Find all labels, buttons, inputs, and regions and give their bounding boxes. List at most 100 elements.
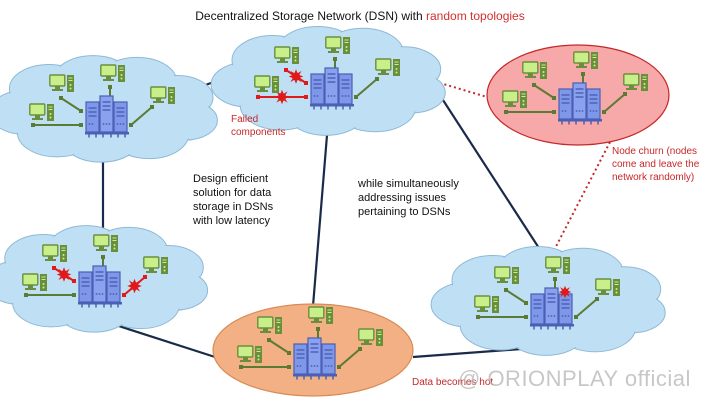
diagram-title: Decentralized Storage Network (DSN) with…: [0, 9, 720, 23]
link-end: [476, 315, 480, 319]
computer-icon: [150, 86, 176, 105]
link-end: [122, 293, 126, 297]
link-end: [316, 327, 320, 331]
cluster-bottom-center: [212, 303, 414, 397]
edge-top-right-to-bottom-right: [547, 141, 611, 263]
computer-icon: [595, 278, 621, 297]
link-end: [375, 77, 379, 81]
cluster-top-left: [0, 55, 218, 163]
node-churn-line-2: come and leave the: [612, 159, 700, 170]
computer-icon: [93, 234, 119, 253]
link-end: [623, 92, 627, 96]
link-end: [284, 68, 288, 72]
node-churn-label: Node churn (nodes come and leave the net…: [612, 145, 699, 184]
link-end: [532, 83, 536, 87]
computer-icon: [502, 90, 528, 109]
cluster-bottom-right: [430, 245, 666, 356]
computer-icon: [545, 256, 571, 275]
failed-components-line-2: components: [231, 127, 286, 138]
simultaneous-line-3: pertaining to DSNs: [358, 206, 451, 218]
computer-icon: [623, 73, 649, 92]
link-end: [595, 297, 599, 301]
link-end: [602, 110, 606, 114]
computer-icon: [522, 61, 548, 80]
link-end: [24, 293, 28, 297]
title-accent: random topologies: [426, 9, 525, 23]
link-end: [31, 123, 35, 127]
link-end: [552, 96, 556, 100]
link-end: [72, 293, 76, 297]
computer-icon: [254, 75, 280, 94]
link-end: [239, 365, 243, 369]
link-end: [267, 338, 271, 342]
cluster-top-center: [210, 25, 446, 136]
simultaneous-text: while simultaneously addressing issues p…: [358, 177, 459, 219]
link-end: [524, 301, 528, 305]
design-goal-line-2: solution for data: [193, 187, 272, 199]
edge-top-center-to-bottom-right: [429, 79, 549, 263]
computer-icon: [358, 328, 384, 347]
link-end: [304, 81, 308, 85]
computer-icon: [49, 74, 75, 93]
watermark: @ ORIONPLAY official: [458, 366, 691, 391]
link-end: [504, 110, 508, 114]
design-goal-line-4: with low latency: [193, 215, 271, 227]
link-end: [574, 315, 578, 319]
failure-burst-icon: [127, 278, 142, 294]
design-goal-line-3: storage in DSNs: [193, 201, 274, 213]
server-failure-icon: [558, 285, 572, 299]
link-end: [553, 277, 557, 281]
link-end: [524, 315, 528, 319]
link-end: [108, 85, 112, 89]
server-icon: [85, 95, 129, 138]
node-churn-line-3: network randomly): [612, 172, 695, 183]
link-end: [101, 255, 105, 259]
computer-icon: [325, 36, 351, 55]
cluster-bottom-left: [0, 225, 209, 333]
computer-icon: [375, 58, 401, 77]
computer-icon: [143, 256, 169, 275]
failed-components-line-1: Failed: [231, 114, 259, 125]
computer-icon: [100, 64, 126, 83]
computer-icon: [573, 51, 599, 70]
link-end: [337, 365, 341, 369]
data-hot-text: Data becomes hot: [412, 377, 494, 388]
link-end: [304, 95, 308, 99]
computer-icon: [274, 46, 300, 65]
link-end: [59, 96, 63, 100]
link: [533, 84, 555, 99]
failed-components-label: Failed components: [231, 113, 285, 139]
link-end: [552, 110, 556, 114]
link: [505, 289, 527, 304]
cluster-top-right: [486, 44, 670, 146]
failure-burst-icon: [288, 69, 304, 84]
link: [575, 298, 598, 318]
link-end: [72, 279, 76, 283]
link: [60, 97, 82, 112]
simultaneous-line-1: while simultaneously: [358, 178, 459, 190]
computer-icon: [237, 345, 263, 364]
computer-icon: [42, 244, 68, 263]
link-end: [150, 105, 154, 109]
link: [355, 78, 378, 98]
link-end: [358, 347, 362, 351]
computer-icon: [257, 316, 283, 335]
link-end: [354, 95, 358, 99]
link: [338, 348, 361, 368]
link-end: [129, 123, 133, 127]
server-icon: [310, 67, 354, 110]
link-end: [79, 123, 83, 127]
design-goal-text: Design efficient solution for data stora…: [193, 172, 273, 228]
link-end: [581, 72, 585, 76]
computer-icon: [474, 295, 500, 314]
edge-top-center-to-bottom-center: [311, 122, 330, 307]
link: [268, 339, 290, 354]
link: [130, 106, 153, 126]
failure-burst-icon: [56, 267, 72, 282]
clusters: [0, 25, 670, 397]
link-end: [256, 95, 260, 99]
link-end: [52, 266, 56, 270]
simultaneous-line-2: addressing issues: [358, 192, 447, 204]
link-end: [333, 57, 337, 61]
